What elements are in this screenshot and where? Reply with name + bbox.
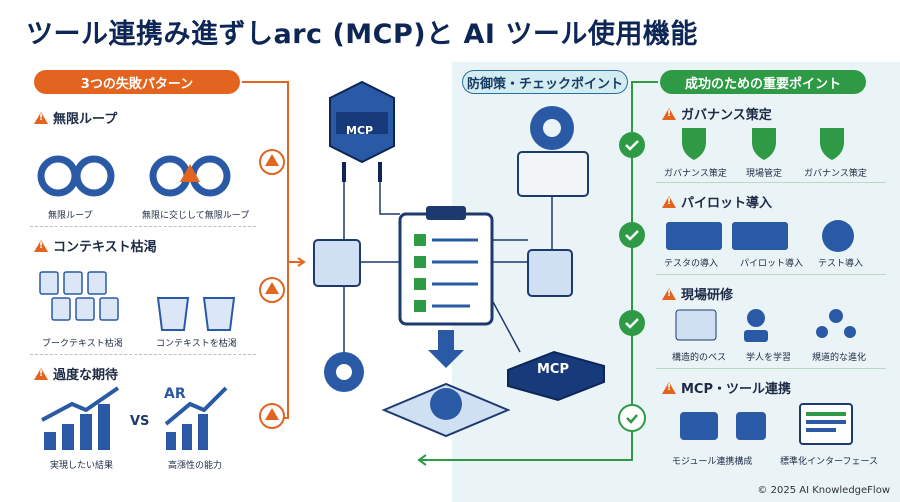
divider <box>656 274 886 275</box>
divider <box>656 182 886 183</box>
growth-chart-icon <box>44 404 110 450</box>
warning-icon-3 <box>259 403 285 429</box>
caption: テスタの導入 <box>664 259 719 269</box>
section-context-depletion: コンテキスト枯渇 <box>34 236 157 255</box>
caption: 構造的のベス <box>672 353 727 363</box>
green-connector <box>631 81 658 418</box>
caption: 実現したい結果 <box>50 461 114 471</box>
interface-window-icon <box>799 403 853 445</box>
check-icon-1 <box>619 132 645 158</box>
section-mcp-tool-link: MCP・ツール連携 <box>662 378 791 397</box>
documents-icon <box>39 271 119 321</box>
mcp-bottom-label: MCP <box>537 362 570 377</box>
vs-label: VS <box>130 414 150 429</box>
caption: ガバナンス策定 <box>664 169 727 179</box>
copyright-footer: © 2025 AI KnowledgeFlow <box>757 485 890 496</box>
alert-icon <box>662 107 676 120</box>
mcp-badge-icon <box>507 350 605 402</box>
divider <box>656 368 886 369</box>
shield-check-icon <box>618 404 646 432</box>
warning-icon-1 <box>259 149 285 175</box>
caption: ブークテキスト枯渇 <box>42 339 123 349</box>
shield-icon-2 <box>752 128 776 160</box>
divider <box>30 354 256 355</box>
page-title: ツール連携み進ずしarc (MCP)と AI ツール使用機能 <box>26 19 698 50</box>
training-icons <box>675 309 856 342</box>
warning-icon <box>34 367 48 380</box>
infinity-loop-icon <box>37 155 115 197</box>
empty-cup-icon <box>156 297 236 331</box>
caption: テスト導入 <box>818 259 864 269</box>
alert-icon <box>662 195 676 208</box>
caption: 高漲性の能力 <box>168 461 223 471</box>
puzzle-cube-right-icon <box>527 249 573 297</box>
mcp-server-top-icon <box>329 80 395 182</box>
caption: モジュール連携構成 <box>672 457 753 467</box>
divider <box>30 226 256 227</box>
success-points-header: 成功のための重要ポイント <box>660 70 866 94</box>
caption: コンテキストを枯渇 <box>156 339 237 349</box>
ai-hub-icon <box>381 382 511 438</box>
check-icon-2 <box>619 222 645 248</box>
gear-icon-left <box>324 352 364 392</box>
section-infinite-loop: 無限ループ <box>34 108 117 127</box>
defense-header: 防御策・チェックポイント <box>462 70 628 94</box>
caption: 規道的な進化 <box>812 353 867 363</box>
caption: 学人を学習 <box>746 353 792 363</box>
ar-label: AR <box>164 386 186 402</box>
check-icon-3 <box>619 310 645 336</box>
puzzle-connect-icon <box>680 412 766 440</box>
puzzle-cube-icon <box>313 239 361 287</box>
server-box-icon <box>517 151 589 197</box>
warning-icon-2 <box>259 277 285 303</box>
ar-chart-icon <box>166 414 208 450</box>
warning-icon <box>34 239 48 252</box>
caption: パイロット導入 <box>740 259 804 269</box>
caption: 現場管定 <box>746 169 783 179</box>
shield-icon-1 <box>682 128 706 160</box>
caption: ガバナンス策定 <box>804 169 867 179</box>
warning-icon <box>34 111 48 124</box>
caption: 標準化インターフェース <box>780 457 879 467</box>
failure-patterns-header: 3つの失敗パターン <box>34 70 240 94</box>
clipboard-icon <box>398 206 494 326</box>
caption: 無限に交じして無限ループ <box>142 211 250 221</box>
caption: 無限ループ <box>48 211 93 221</box>
pilot-step-icons <box>666 220 854 252</box>
section-governance: ガバナンス策定 <box>662 104 772 123</box>
section-field-training: 現場研修 <box>662 284 733 303</box>
section-pilot: パイロット導入 <box>662 192 772 211</box>
section-over-expectation: 過度な期待 <box>34 364 118 383</box>
down-arrow-icon <box>428 330 464 368</box>
orange-connector <box>242 81 289 419</box>
alert-icon <box>662 287 676 300</box>
shield-icon-3 <box>820 128 844 160</box>
gear-icon-right <box>530 106 574 150</box>
mcp-top-label: MCP <box>346 124 374 137</box>
alert-icon <box>662 381 676 394</box>
